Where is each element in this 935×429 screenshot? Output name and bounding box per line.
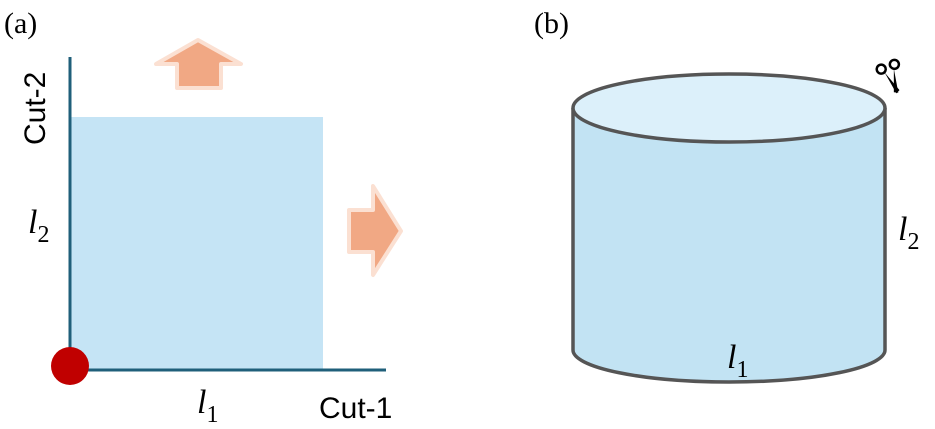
panel-a: (a) Cut-2 l2 l1 Cut-1 [4,7,403,428]
up-arrow-icon [154,38,243,90]
y-axis-label: Cut-2 [19,72,52,145]
l2-label-a: l2 [28,204,49,248]
l2-label-b: l2 [898,211,919,255]
cylinder-body [573,108,885,382]
origin-dot [51,347,89,385]
right-arrow-icon [347,184,403,277]
panel-a-label: (a) [4,7,37,40]
cylinder-top [571,72,887,144]
cylinder-outline [571,108,887,384]
panel-b-label: (b) [534,7,569,40]
x-axis-label: Cut-1 [319,392,392,425]
l1-label-b: l1 [727,339,748,383]
scissors-icon [875,58,901,94]
allowed-region [70,117,323,370]
panel-b: (b) l1 l2 [534,7,919,384]
l1-label-a: l1 [197,384,218,428]
